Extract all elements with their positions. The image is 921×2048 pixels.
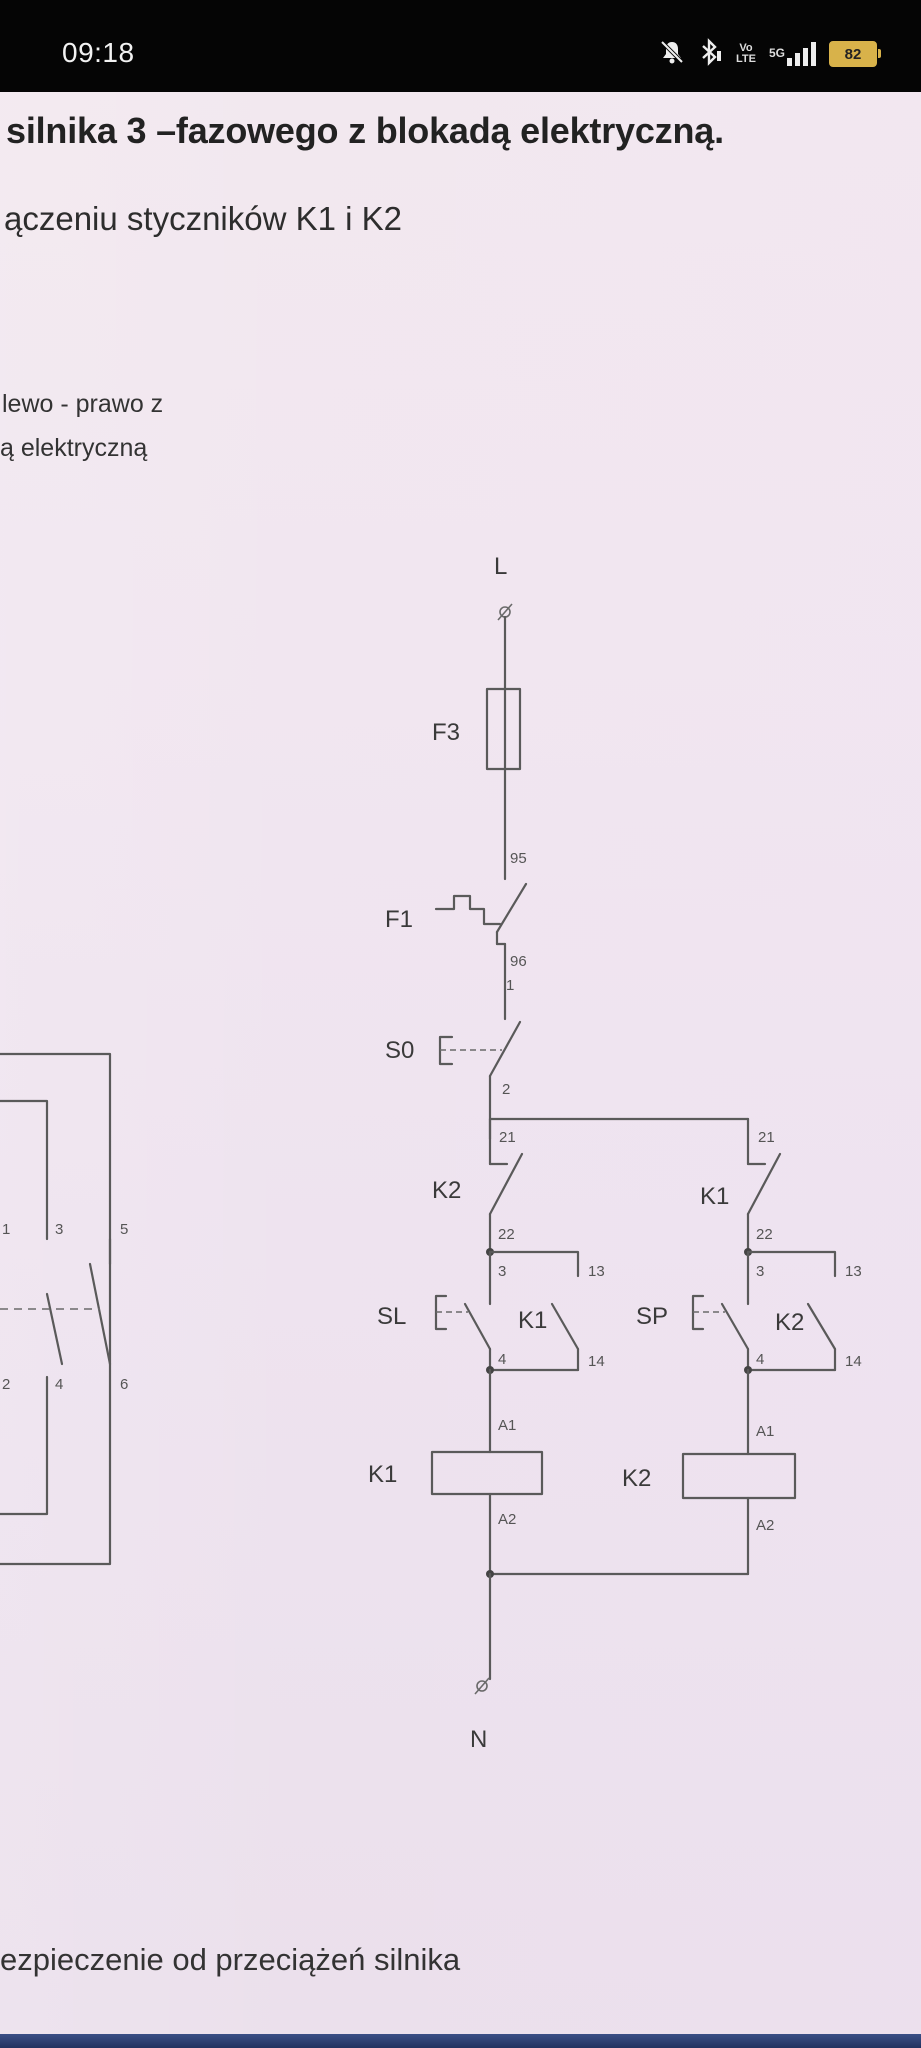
sp-contact-symbol — [720, 1302, 750, 1351]
right-hold-terminal-13: 13 — [845, 1263, 862, 1280]
overload-f1-label: F1 — [385, 906, 413, 933]
power-circuit-fragment: 1 3 5 2 4 6 — [0, 1052, 128, 1566]
power-terminal-2: 2 — [2, 1376, 10, 1393]
right-coil-a2: A2 — [756, 1517, 774, 1534]
signal-5g-icon: 5G — [769, 42, 817, 66]
sl-contact-symbol — [463, 1302, 492, 1351]
left-nc-terminal-22: 22 — [498, 1226, 515, 1243]
right-nc-terminal-21: 21 — [758, 1129, 775, 1146]
s0-terminal-1: 1 — [506, 977, 514, 994]
volte-icon: Vo LTE — [735, 43, 757, 65]
battery-icon: 82 — [829, 41, 881, 67]
right-hold-terminal-14: 14 — [845, 1353, 862, 1370]
slide-title: silnika 3 –fazowego z blokadą elektryczn… — [6, 110, 724, 151]
f1-terminal-95: 95 — [510, 850, 527, 867]
start-sp-label: SP — [636, 1303, 668, 1330]
left-hold-terminal-13: 13 — [588, 1263, 605, 1280]
coil-k1-label: K1 — [368, 1461, 397, 1488]
right-nc-terminal-22: 22 — [756, 1226, 773, 1243]
left-coil-a1: A1 — [498, 1417, 516, 1434]
thermal-relay-icon — [434, 894, 502, 926]
slide-subtitle: ączeniu styczników K1 i K2 — [4, 200, 403, 237]
right-interlock-k1-label: K1 — [700, 1183, 729, 1210]
f1-terminal-96: 96 — [510, 953, 527, 970]
right-hold-k2-label: K2 — [775, 1309, 804, 1336]
mute-icon — [659, 39, 685, 70]
side-text-line-1: lewo - prawo z — [2, 390, 164, 418]
right-hold-wire-top — [746, 1250, 837, 1278]
coil-k1-symbol — [430, 1450, 544, 1496]
left-hold-wire-top — [488, 1250, 580, 1278]
power-terminal-6: 6 — [120, 1376, 128, 1393]
left-start-terminal-4: 4 — [498, 1351, 506, 1368]
status-bar: 09:18 Vo LTE 5G — [0, 0, 921, 92]
status-icons: Vo LTE 5G 82 — [659, 36, 881, 72]
side-text-line-2: ą elektryczną — [0, 434, 148, 462]
right-hold-contact — [806, 1302, 837, 1351]
power-terminal-1: 1 — [2, 1221, 10, 1238]
slide-photo: silnika 3 –fazowego z blokadą elektryczn… — [0, 92, 921, 2034]
left-start-terminal-3: 3 — [498, 1263, 506, 1280]
coil-k2-label: K2 — [622, 1465, 651, 1492]
s0-contact-symbol — [488, 1020, 522, 1078]
terminal-n-icon — [476, 1680, 488, 1692]
right-coil-a1: A1 — [756, 1423, 774, 1440]
power-terminal-5: 5 — [120, 1221, 128, 1238]
control-circuit-diagram: 1 3 5 2 4 6 L F3 95 F1 96 1 S0 2 — [0, 553, 862, 1753]
left-coil-a2: A2 — [498, 1511, 516, 1528]
s0-terminal-2: 2 — [502, 1081, 510, 1098]
left-hold-contact — [550, 1302, 580, 1351]
power-terminal-3: 3 — [55, 1221, 63, 1238]
volte-text: Vo LTE — [736, 42, 756, 65]
footer-text: ezpieczenie od przeciążeń silnika — [0, 1942, 461, 1977]
battery-level: 82 — [844, 45, 862, 63]
right-start-terminal-4: 4 — [756, 1351, 764, 1368]
fuse-f3-symbol — [485, 687, 522, 771]
left-nc-terminal-21: 21 — [499, 1129, 516, 1146]
supply-label-n: N — [470, 1726, 487, 1753]
clock: 09:18 — [62, 37, 135, 68]
left-interlock-k2-label: K2 — [432, 1177, 461, 1204]
bluetooth-icon — [697, 37, 723, 71]
f1-contact-symbol — [495, 882, 528, 934]
coil-k2-symbol — [681, 1452, 797, 1500]
left-hold-terminal-14: 14 — [588, 1353, 605, 1370]
right-interlock-contact — [746, 1152, 782, 1216]
bottom-edge-bar — [0, 2034, 921, 2048]
stop-s0-label: S0 — [385, 1037, 414, 1064]
right-start-terminal-3: 3 — [756, 1263, 764, 1280]
fuse-f3-label: F3 — [432, 719, 460, 746]
left-hold-k1-label: K1 — [518, 1307, 547, 1334]
start-sl-label: SL — [377, 1303, 406, 1330]
network-type: 5G — [768, 46, 785, 60]
supply-label-l: L — [494, 553, 507, 580]
power-terminal-4: 4 — [55, 1376, 63, 1393]
left-interlock-contact — [488, 1152, 524, 1216]
